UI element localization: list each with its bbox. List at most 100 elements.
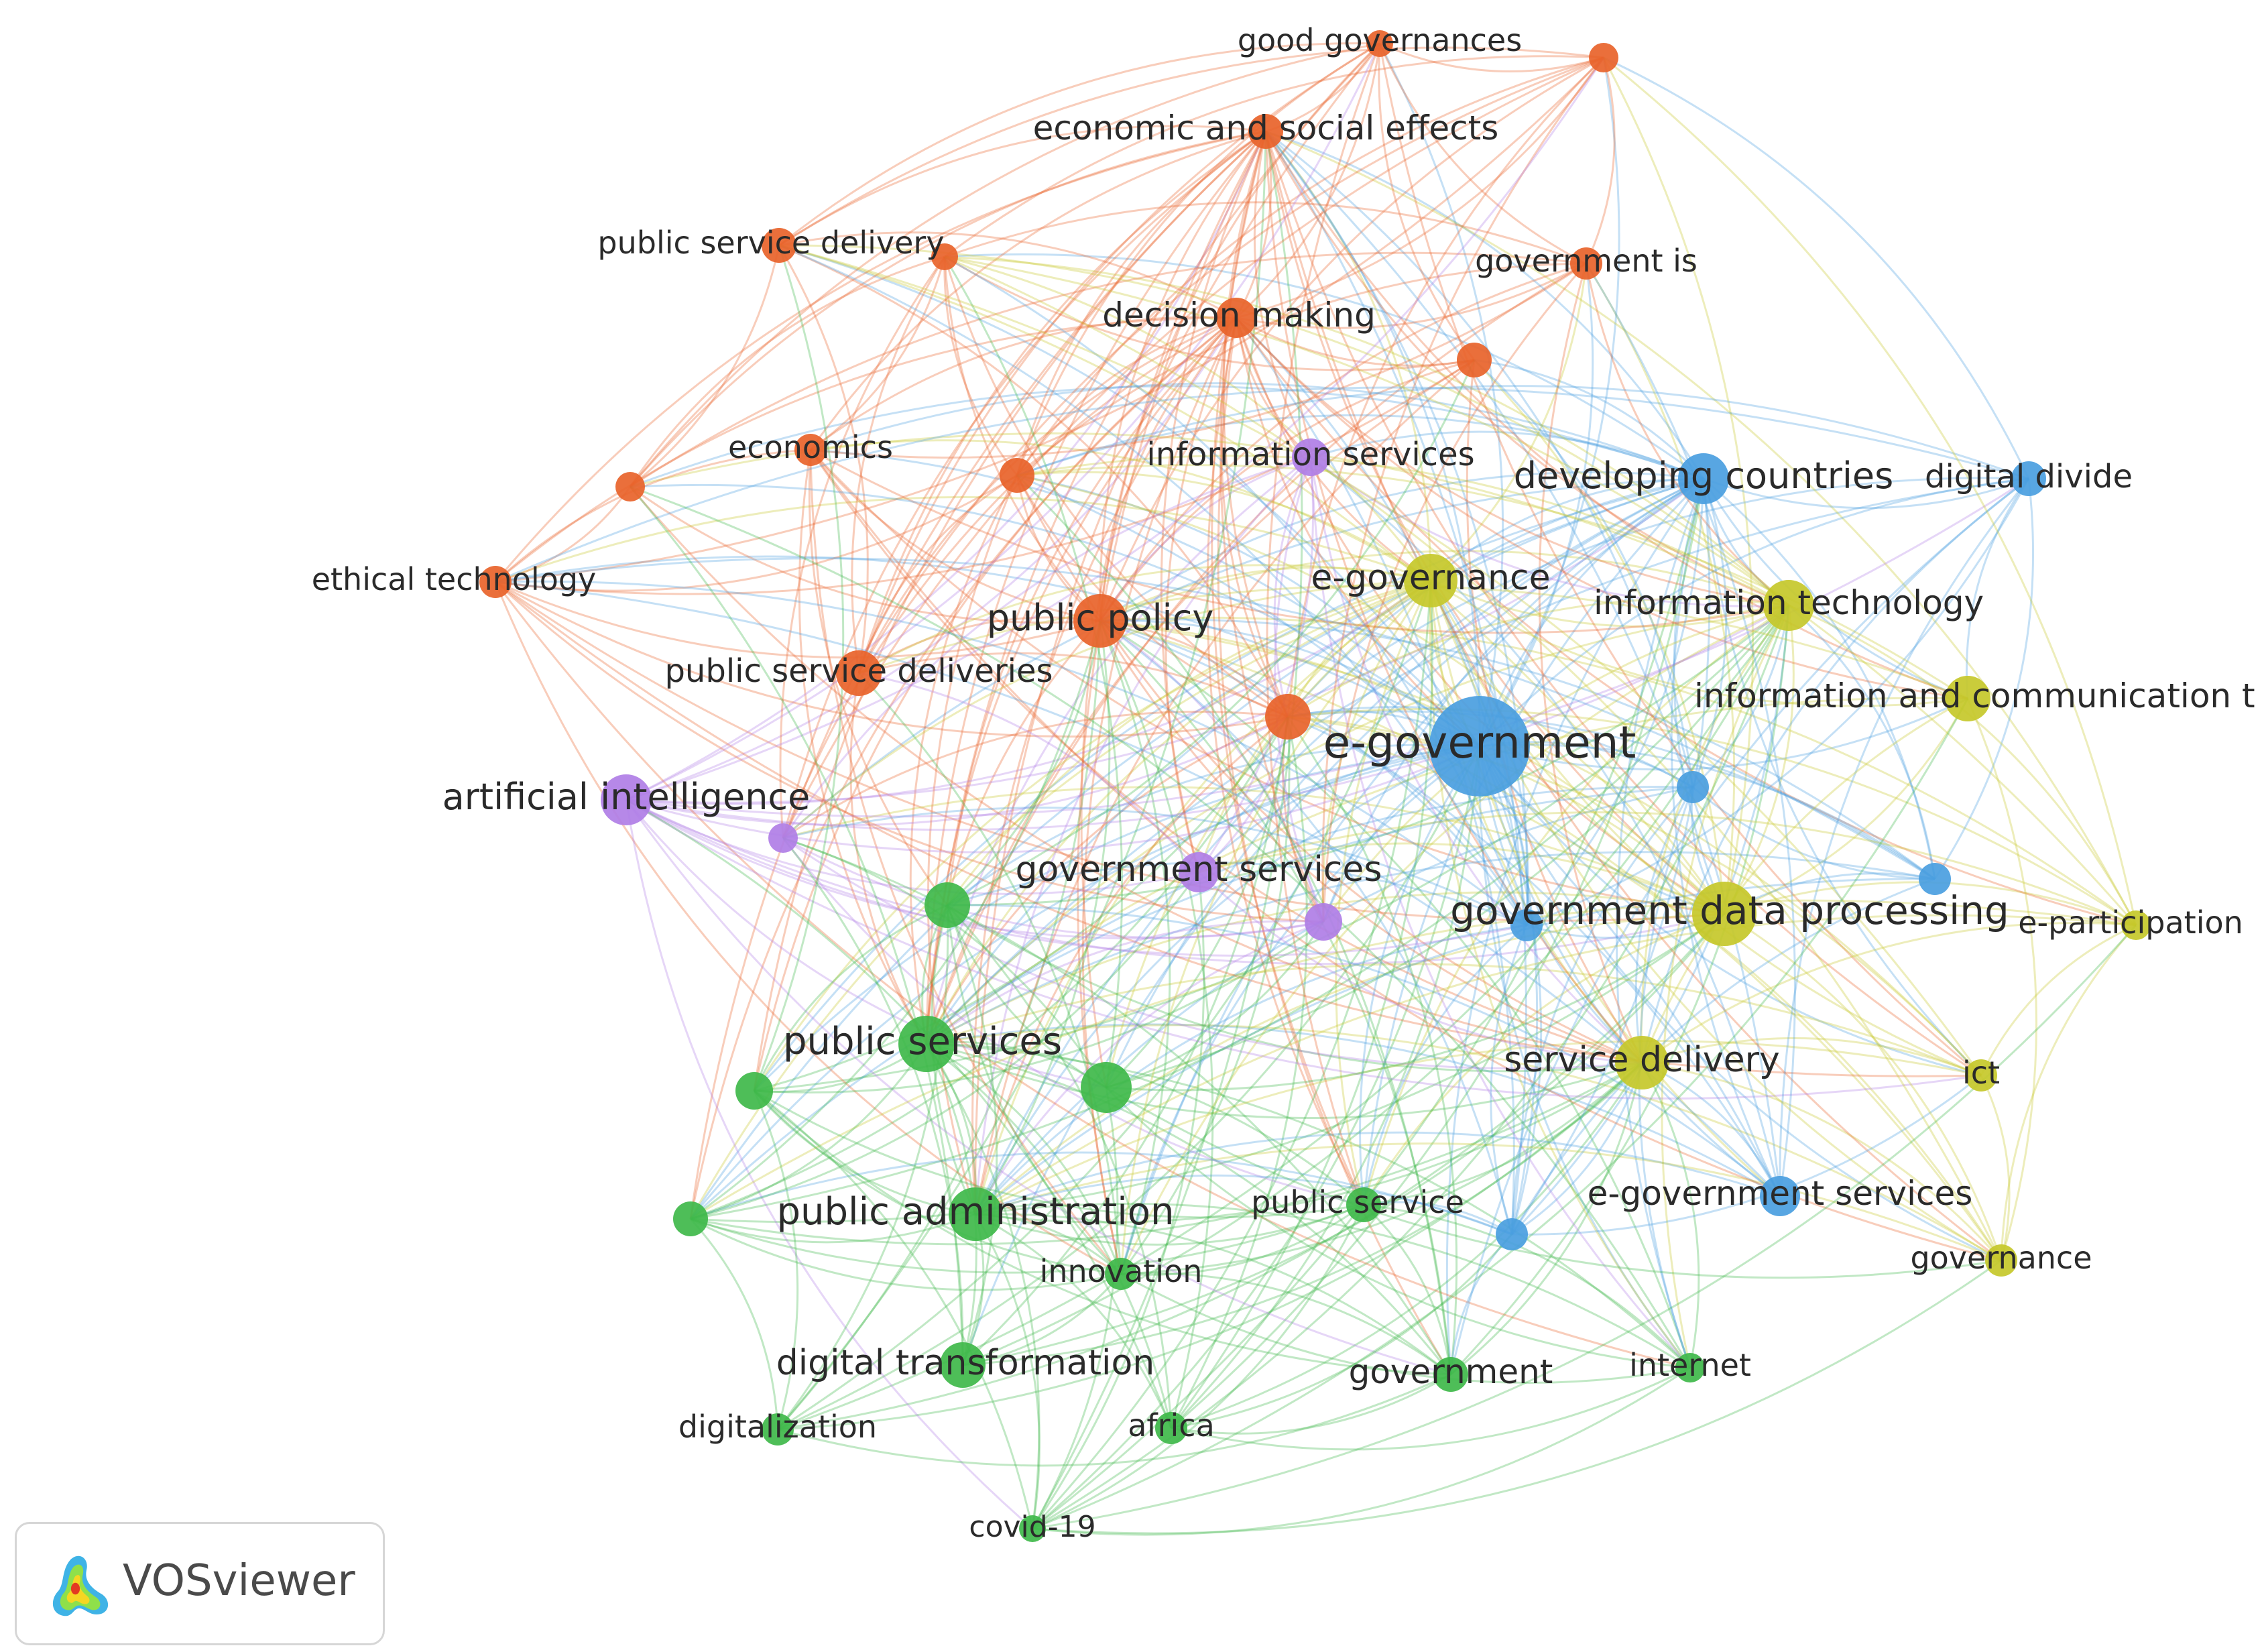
node-public-service-deliveries[interactable] <box>836 650 882 696</box>
network-link <box>629 130 1266 487</box>
node-p-unl-1[interactable] <box>768 823 798 853</box>
node-digital-divide[interactable] <box>2011 461 2046 496</box>
network-link <box>1264 131 1789 607</box>
node-government-data-processing[interactable] <box>1692 882 1757 946</box>
network-link <box>925 359 1475 1045</box>
vosviewer-logo-text: VOSviewer <box>123 1556 355 1606</box>
node-e-government[interactable] <box>1429 696 1530 796</box>
network-link <box>1016 316 1237 476</box>
node-ict[interactable] <box>1965 1059 1997 1092</box>
network-link <box>690 1213 976 1244</box>
node-digital-transformation[interactable] <box>940 1342 986 1388</box>
network-link <box>1099 620 1513 1235</box>
node-o-unl-3[interactable] <box>1457 343 1492 377</box>
node-g-unl-1[interactable] <box>925 882 970 928</box>
network-link <box>971 317 1238 1215</box>
node-o-unl-6[interactable] <box>1265 694 1311 740</box>
network-link <box>1478 477 1704 747</box>
network-link <box>777 1373 1451 1467</box>
node-label-economic-social: economic and social effects <box>1033 109 1499 148</box>
node-o-unl-1[interactable] <box>1589 43 1618 72</box>
node-o-unl-4[interactable] <box>615 472 645 501</box>
network-link <box>778 244 1982 1076</box>
node-public-services[interactable] <box>898 1016 955 1072</box>
node-public-policy[interactable] <box>1073 594 1127 648</box>
network-link <box>1478 746 1781 1197</box>
network-link <box>689 745 1480 1220</box>
network-link <box>626 131 1267 801</box>
node-g-unl-2[interactable] <box>735 1072 773 1110</box>
node-public-service-delivery[interactable] <box>762 228 796 263</box>
network-link <box>975 1174 1512 1236</box>
node-ethical-technology[interactable] <box>479 566 512 598</box>
network-link <box>778 46 1604 247</box>
network-link <box>1615 478 1705 1368</box>
network-link <box>1032 698 1969 1530</box>
network-link <box>1031 580 1432 1530</box>
node-covid-19[interactable] <box>1019 1515 1046 1542</box>
node-innovation[interactable] <box>1105 1258 1137 1290</box>
network-link <box>690 605 1790 1220</box>
node-government-is[interactable] <box>1570 247 1602 280</box>
network-link <box>1585 263 1789 607</box>
node-b-unl-4[interactable] <box>1496 1218 1528 1250</box>
node-economics[interactable] <box>794 434 827 466</box>
node-b-unl-3[interactable] <box>1510 909 1543 941</box>
network-link <box>1473 359 1694 788</box>
network-link <box>1287 715 2003 1261</box>
node-information-services[interactable] <box>1292 438 1329 476</box>
network-link <box>495 555 1480 748</box>
node-ict-full[interactable] <box>1945 676 1990 721</box>
node-e-participation[interactable] <box>2121 910 2151 940</box>
node-service-delivery[interactable] <box>1615 1036 1669 1089</box>
network-link <box>782 579 1431 839</box>
network-link <box>1016 474 1452 1375</box>
node-label-ict: ict <box>1962 1055 2000 1091</box>
network-link <box>690 1218 1122 1291</box>
network-link <box>1510 478 1711 1235</box>
network-link <box>1309 457 1643 1064</box>
node-information-technology[interactable] <box>1763 580 1814 631</box>
node-developing-countries[interactable] <box>1678 453 1729 504</box>
node-artificial-intelligence[interactable] <box>601 774 652 825</box>
network-link <box>1264 131 1529 926</box>
network-link <box>962 1061 1643 1366</box>
network-link <box>1585 57 1616 264</box>
node-e-government-services[interactable] <box>1760 1176 1800 1216</box>
network-link <box>975 1203 1364 1246</box>
network-link <box>810 262 1587 459</box>
node-g-unl-3[interactable] <box>1081 1062 1132 1113</box>
node-public-administration[interactable] <box>949 1187 1002 1241</box>
network-link <box>1031 131 1303 1529</box>
node-decision-making[interactable] <box>1216 298 1256 338</box>
network-link <box>925 745 1480 1045</box>
node-p-unl-2[interactable] <box>1305 903 1342 941</box>
node-good-governances[interactable] <box>1366 30 1393 57</box>
node-africa[interactable] <box>1155 1412 1187 1444</box>
network-link <box>944 55 1604 258</box>
network-link <box>1198 842 1725 915</box>
node-governance[interactable] <box>1985 1244 2017 1277</box>
node-o-unl-5[interactable] <box>1000 458 1034 493</box>
node-digitalization[interactable] <box>762 1413 794 1446</box>
node-o-unl-2[interactable] <box>931 243 958 270</box>
network-link <box>626 477 2029 818</box>
node-b-unl-1[interactable] <box>1677 771 1709 803</box>
network-link <box>626 715 1289 827</box>
network-link <box>1016 471 1431 582</box>
node-e-governance[interactable] <box>1404 554 1457 607</box>
node-government[interactable] <box>1433 1357 1468 1392</box>
network-link <box>857 42 1380 674</box>
node-g-unl-4[interactable] <box>673 1201 708 1236</box>
node-public-service[interactable] <box>1346 1187 1381 1222</box>
node-b-unl-2[interactable] <box>1919 863 1951 895</box>
node-internet[interactable] <box>1675 1353 1705 1382</box>
node-economic-social[interactable] <box>1248 114 1283 149</box>
network-link <box>1236 262 1587 329</box>
node-government-services[interactable] <box>1179 852 1219 892</box>
network-link <box>1287 715 1726 915</box>
network-link <box>629 255 945 487</box>
network-link <box>1478 57 1620 747</box>
network-link <box>1171 1234 1513 1429</box>
network-link <box>947 359 1476 906</box>
